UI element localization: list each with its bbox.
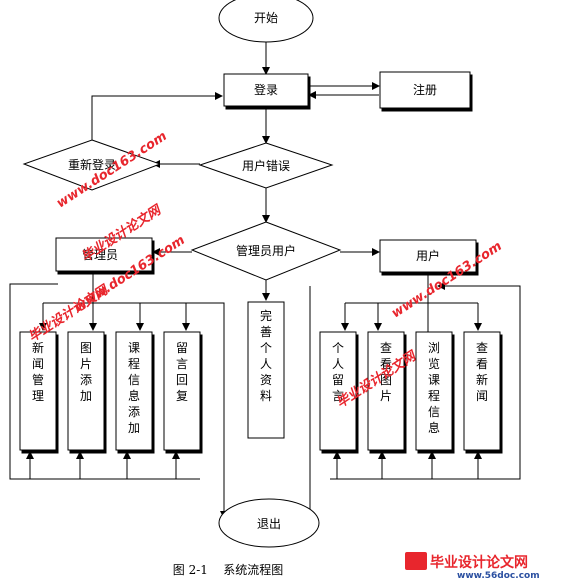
- start-node: [218, 0, 314, 43]
- module-labels: 新闻管理 图片添加 课程信息添加 留言回复 个人留言 查看图片 浏览课程信息 查看新闻 完善个人…: [32, 308, 488, 435]
- user-label: 用户: [416, 248, 440, 263]
- figure-caption: 图 2-1 系统流程图: [173, 562, 283, 577]
- admin-module-1: [67, 331, 105, 451]
- user-module-0: [319, 331, 357, 451]
- user-module-2: [415, 331, 453, 451]
- user-module-label: 浏览课程信息: [428, 341, 440, 435]
- admin-label: 管理员: [82, 247, 118, 262]
- user-module-label: 个人留言: [332, 341, 344, 403]
- admin-module-3: [163, 331, 201, 451]
- admin-module-label: 课程信息添加: [128, 341, 140, 435]
- relogin-node: [22, 139, 162, 191]
- shapes: [19, 0, 501, 548]
- admin-or-user-label: 管理员用户: [236, 243, 296, 258]
- connectors: [9, 42, 521, 521]
- profile-node: [247, 301, 285, 439]
- footer-logo-text: 毕业设计论文网: [430, 554, 528, 571]
- admin-or-user-node: [190, 221, 342, 281]
- user-module-label: 查看新闻: [476, 341, 488, 403]
- admin-node: [55, 237, 153, 272]
- exit-label: 退出: [257, 517, 281, 531]
- login-node: [223, 73, 309, 107]
- user-node: [379, 239, 477, 273]
- admin-module-2: [115, 331, 153, 451]
- start-label: 开始: [254, 11, 278, 25]
- user-error-label: 用户错误: [242, 158, 290, 173]
- user-error-node: [198, 142, 334, 189]
- register-label: 注册: [413, 82, 437, 97]
- user-module-label: 查看图片: [380, 341, 392, 403]
- admin-module-label: 新闻管理: [32, 340, 44, 403]
- user-module-3: [463, 331, 501, 451]
- footer-logo: 毕业设计论文网 www.56doc.com: [405, 552, 540, 581]
- relogin-label: 重新登录: [68, 157, 116, 172]
- admin-module-label: 留言回复: [176, 341, 188, 403]
- admin-module-label: 图片添加: [80, 341, 92, 403]
- register-node: [379, 71, 471, 109]
- login-label: 登录: [254, 82, 278, 97]
- exit-node: [218, 498, 320, 548]
- labels: 开始 登录 注册 重新登录 用户错误 管理员用户 管理员 用户 退出: [68, 11, 440, 531]
- profile-label: 完善个人资料: [260, 308, 272, 403]
- user-module-1: [367, 331, 405, 451]
- admin-module-0: [19, 331, 57, 451]
- footer-logo-url: www.56doc.com: [457, 571, 540, 581]
